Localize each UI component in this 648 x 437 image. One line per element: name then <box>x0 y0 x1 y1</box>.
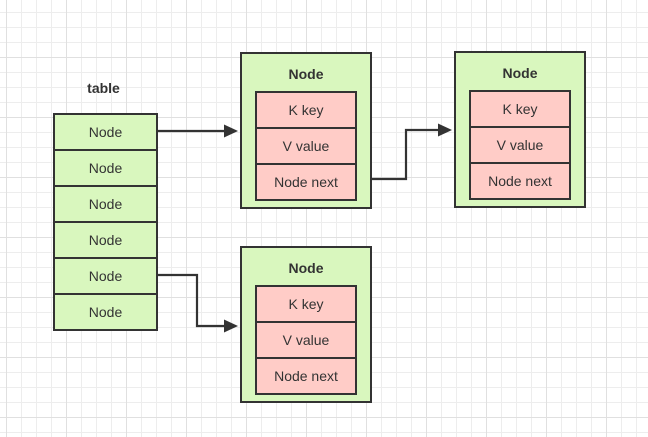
node-fields: K key V value Node next <box>255 285 357 395</box>
field-key: K key <box>257 93 355 129</box>
node-fields: K key V value Node next <box>469 90 571 200</box>
field-value: V value <box>257 323 355 359</box>
table-cell-6: Node <box>88 304 123 320</box>
node-fields: K key V value Node next <box>255 91 357 201</box>
node-box-right: Node K key V value Node next <box>454 51 586 208</box>
node-box-bottom: Node K key V value Node next <box>240 246 372 403</box>
node-box-top: Node K key V value Node next <box>240 52 372 209</box>
table-cell-4: Node <box>55 223 156 259</box>
field-key: K key <box>257 287 355 323</box>
field-key: K key <box>471 92 569 128</box>
table-cell-2: Node <box>55 151 156 187</box>
arrow-table-to-bottom-node <box>154 273 238 333</box>
field-value: V value <box>257 129 355 165</box>
table-cell-1: Node <box>55 115 156 151</box>
hash-table: Node Node Node Node Node Node <box>53 113 158 331</box>
node-title: Node <box>502 65 538 81</box>
node-title: Node <box>288 66 324 82</box>
arrow-table-to-top-node <box>154 124 238 138</box>
node-title: Node <box>288 260 324 276</box>
table-label: table <box>87 80 120 96</box>
field-next: Node next <box>471 164 569 198</box>
field-next: Node next <box>257 165 355 199</box>
field-value: V value <box>471 128 569 164</box>
table-cell-5: Node <box>55 259 156 295</box>
table-cell-3: Node <box>55 187 156 223</box>
field-next: Node next <box>257 359 355 393</box>
